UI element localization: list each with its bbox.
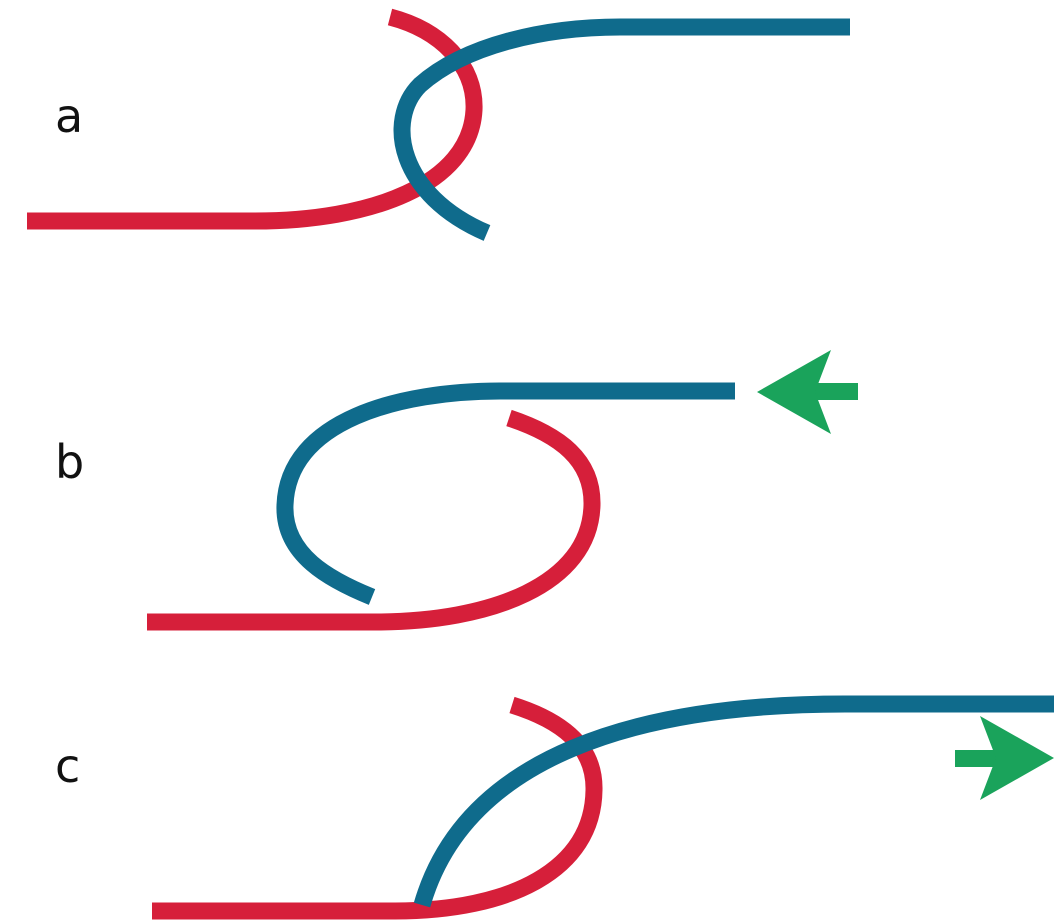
panel-c-label: c — [55, 739, 80, 793]
panel-a: a — [27, 8, 850, 241]
panel-c: c — [55, 695, 1054, 920]
blue-strand — [393, 18, 850, 241]
panel-b-label: b — [55, 435, 84, 489]
blue-strand — [276, 382, 735, 605]
red-strand — [152, 696, 603, 920]
panel-b: b — [55, 350, 858, 631]
panel-a-label: a — [55, 89, 83, 143]
red-strand — [147, 409, 601, 631]
arrow-right-icon — [955, 716, 1054, 800]
blue-strand — [413, 695, 1054, 908]
red-strand — [27, 8, 483, 230]
arrow-left-icon — [757, 350, 858, 434]
